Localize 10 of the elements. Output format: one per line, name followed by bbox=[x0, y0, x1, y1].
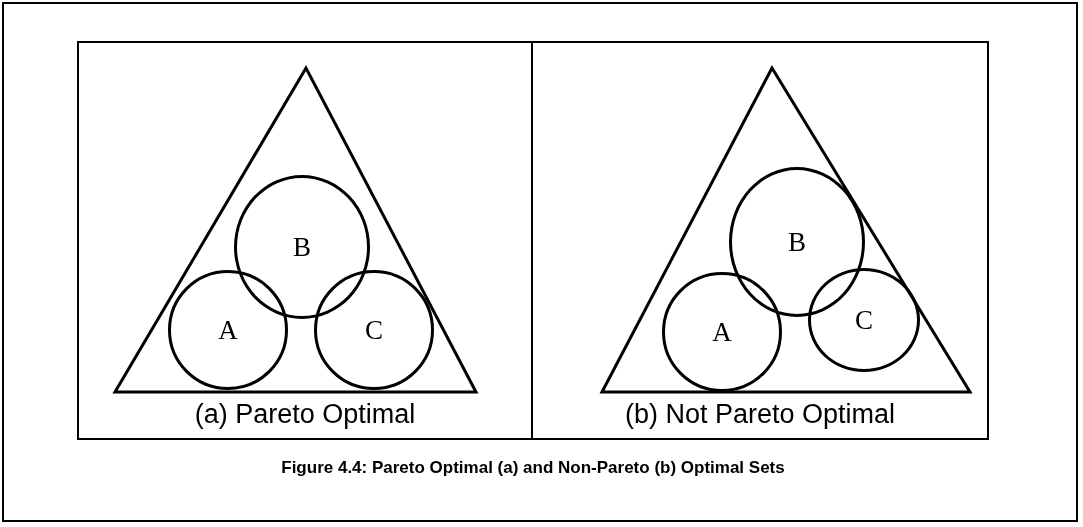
figure-panel bbox=[77, 41, 533, 440]
panel-caption: (a) Pareto Optimal bbox=[193, 399, 417, 430]
figure-panel bbox=[531, 41, 989, 440]
set-circle: C bbox=[314, 270, 434, 390]
panel-caption: (b) Not Pareto Optimal bbox=[623, 399, 897, 430]
figure-caption: Figure 4.4: Pareto Optimal (a) and Non-Pareto (b) Optimal Sets bbox=[280, 458, 786, 478]
set-circle: A bbox=[168, 270, 288, 390]
set-circle: C bbox=[808, 268, 920, 372]
set-circle: B bbox=[234, 175, 370, 319]
set-circle: A bbox=[662, 272, 782, 392]
